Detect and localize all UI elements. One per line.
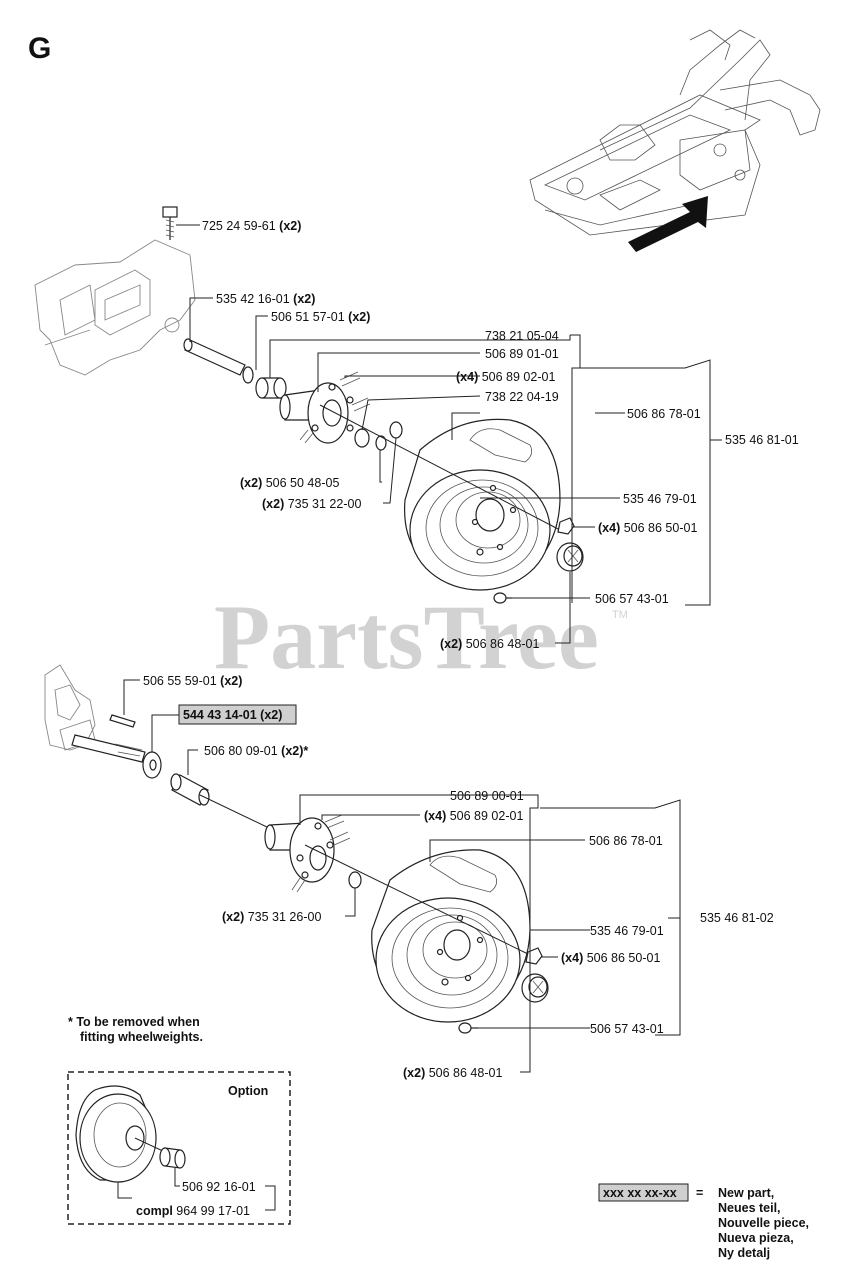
legend-line-5: Ny detalj [718, 1246, 770, 1260]
label-lower-stud: (x4) 506 89 02-01 [424, 809, 523, 823]
label-lower-valve: 506 57 43-01 [590, 1022, 664, 1036]
tractor-frame-thumbnail [529, 29, 821, 236]
cap [556, 542, 584, 572]
axle-centerline [319, 404, 561, 531]
legend-key-box [598, 1183, 689, 1202]
upper-labels: 725 24 59-61 (x2) 535 42 16-01 (x2) 506 … [202, 219, 799, 651]
footnote-line-2: fitting wheelweights. [80, 1030, 203, 1044]
option-part-2: compl 964 99 17-01 [136, 1204, 250, 1218]
legend-key: xxx xx xx-xx [603, 1186, 677, 1200]
watermark: PartsTree [214, 586, 599, 688]
washer [354, 428, 370, 448]
label-valve: 506 57 43-01 [595, 592, 669, 606]
lower-nut [525, 947, 543, 965]
footnote-line-1: * To be removed when [68, 1015, 200, 1029]
label-nut: (x4) 506 86 50-01 [598, 521, 697, 535]
lower-frame-ghost [44, 664, 96, 751]
label-stud: (x4) 506 89 02-01 [456, 370, 555, 384]
legend-line-2: Neues teil, [718, 1201, 781, 1215]
upper-leaders [176, 224, 722, 644]
label-spacer: (x2) 506 50 48-05 [240, 476, 339, 490]
wheel [403, 418, 561, 591]
spacer [375, 435, 387, 451]
axle [183, 338, 246, 376]
lower-hub [264, 817, 335, 883]
legend-line-1: New part, [718, 1186, 774, 1200]
lower-leaders [123, 679, 681, 1073]
option-bearing [159, 1147, 186, 1169]
label-lower-hub: 506 89 00-01 [450, 789, 524, 803]
option-part-1: 506 92 16-01 [182, 1180, 256, 1194]
hub [279, 382, 354, 444]
wheel-weight [75, 1085, 157, 1183]
option-bracket [265, 1185, 276, 1211]
new-washer [142, 751, 162, 779]
label-key: 506 55 59-01 (x2) [143, 674, 242, 688]
label-washer: 738 22 04-19 [485, 390, 559, 404]
label-lower-rim: 535 46 79-01 [590, 924, 664, 938]
lower-labels: 506 55 59-01 (x2) 544 43 14-01 (x2) 506 … [143, 674, 774, 1080]
option-box [67, 1071, 291, 1225]
lower-studs [291, 814, 351, 893]
lower-centerline-2 [304, 844, 531, 956]
label-tire: 506 86 78-01 [627, 407, 701, 421]
legend-line-3: Nouvelle piece, [718, 1216, 809, 1230]
label-bolt: 725 24 59-61 (x2) [202, 219, 301, 233]
legend-line-4: Nueva pieza, [718, 1231, 794, 1245]
legend-equals: = [696, 1186, 703, 1200]
key [109, 714, 136, 728]
label-lower-clip: (x2) 735 31 26-00 [222, 910, 321, 924]
bearing [255, 377, 287, 399]
label-lower-tire: 506 86 78-01 [589, 834, 663, 848]
label-lower-nut: (x4) 506 86 50-01 [561, 951, 660, 965]
lower-valve [458, 1022, 478, 1034]
option-leader-2 [117, 1182, 132, 1199]
lower-axle [71, 734, 146, 763]
label-hub: 506 89 01-01 [485, 347, 559, 361]
bolt [162, 206, 178, 240]
arrow-icon [628, 196, 708, 252]
label-sleeve: 506 80 09-01 (x2)* [204, 744, 308, 758]
label-hub-kit: 738 21 05-04 [485, 329, 559, 343]
upper-frame-ghost [34, 239, 196, 376]
sleeve [170, 773, 210, 806]
clip [389, 421, 403, 439]
bearing-ring [242, 366, 254, 384]
label-lower-cap: (x2) 506 86 48-01 [403, 1066, 502, 1080]
nut [557, 517, 575, 535]
lower-clip [348, 871, 362, 889]
lower-cap [521, 973, 549, 1003]
label-wheel-assembly: 535 46 81-01 [725, 433, 799, 447]
label-axle: 535 42 16-01 (x2) [216, 292, 315, 306]
option-centerline [134, 1137, 166, 1153]
option-leader-1 [174, 1168, 180, 1187]
label-clip: (x2) 735 31 22-00 [262, 497, 361, 511]
watermark-tm: TM [612, 609, 628, 621]
option-title: Option [228, 1084, 268, 1098]
label-cap: (x2) 506 86 48-01 [440, 637, 539, 651]
label-bearing: 506 51 57-01 (x2) [271, 310, 370, 324]
lower-wheel [371, 849, 531, 1023]
label-lower-wheel-assembly: 535 46 81-02 [700, 911, 774, 925]
section-letter: G [28, 32, 51, 65]
label-new-washer: 544 43 14-01 (x2) [183, 708, 282, 722]
label-rim: 535 46 79-01 [623, 492, 697, 506]
